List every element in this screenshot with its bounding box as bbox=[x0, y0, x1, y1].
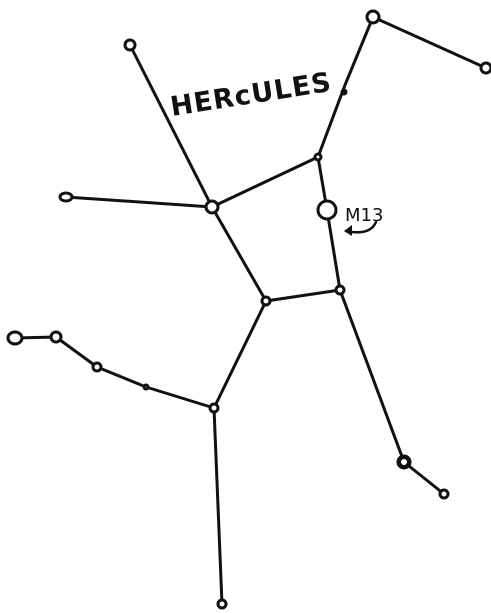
m13-label: M13 bbox=[345, 205, 383, 226]
star bbox=[262, 297, 270, 305]
line-segment bbox=[130, 45, 212, 207]
line-segment bbox=[212, 157, 318, 207]
star bbox=[315, 154, 321, 160]
line-segment bbox=[97, 367, 146, 387]
line-segment bbox=[214, 301, 266, 408]
star bbox=[367, 11, 379, 23]
line-segment bbox=[266, 290, 340, 301]
line-segment bbox=[340, 290, 404, 462]
star bbox=[8, 332, 22, 344]
star bbox=[342, 90, 346, 94]
star bbox=[218, 600, 226, 608]
star bbox=[93, 363, 101, 371]
line-segment bbox=[214, 408, 222, 604]
m13-marker: M13 bbox=[318, 201, 383, 236]
star bbox=[401, 459, 407, 465]
line-segment bbox=[56, 337, 97, 367]
star bbox=[51, 332, 61, 342]
line-segment bbox=[146, 387, 214, 408]
star bbox=[144, 385, 148, 389]
line-segment bbox=[373, 17, 486, 68]
line-segment bbox=[212, 207, 266, 301]
star bbox=[440, 490, 448, 498]
line-segment bbox=[327, 210, 340, 290]
star bbox=[336, 286, 344, 294]
line-segment bbox=[404, 462, 444, 494]
line-segment bbox=[345, 17, 373, 85]
star bbox=[481, 63, 491, 73]
star bbox=[210, 404, 218, 412]
m13-circle bbox=[318, 201, 336, 219]
star bbox=[125, 40, 135, 50]
line-segment bbox=[66, 197, 212, 207]
constellation-title: HERcULES bbox=[168, 67, 334, 123]
m13-arrowhead-icon bbox=[344, 225, 352, 236]
star bbox=[60, 193, 72, 201]
star bbox=[206, 201, 218, 213]
